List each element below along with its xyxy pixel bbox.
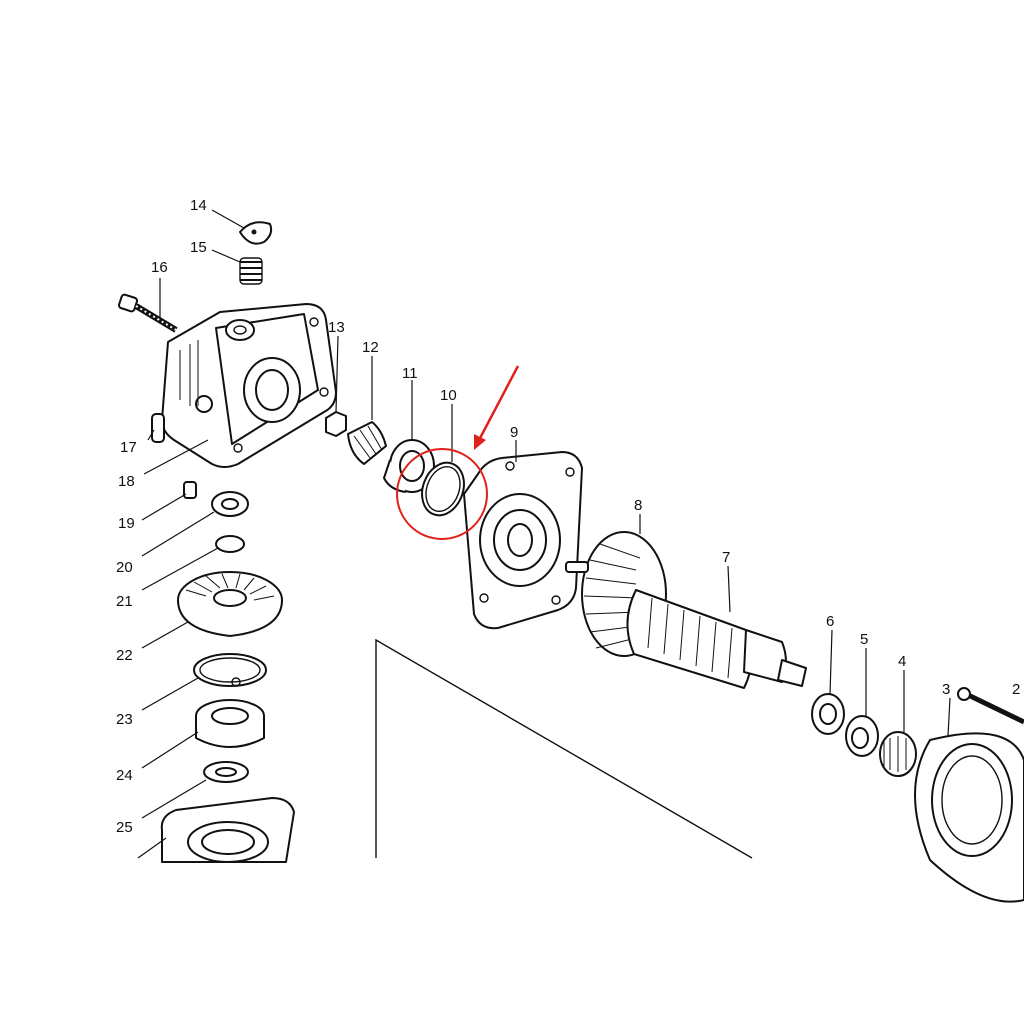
part-24-ball-bearing	[195, 699, 265, 748]
callout-17: 17	[120, 439, 137, 456]
part-22-bevel-gear	[177, 571, 283, 637]
callout-9: 9	[510, 424, 518, 441]
callout-19: 19	[118, 515, 135, 532]
callout-18: 18	[118, 473, 135, 490]
highlight-circle	[396, 448, 488, 540]
callout-24: 24	[116, 767, 133, 784]
part-6-bearing	[811, 693, 845, 735]
callout-25: 25	[116, 819, 133, 836]
part-9-bearing-box	[463, 451, 583, 630]
part-18-gear-housing	[161, 303, 337, 468]
part-4-part	[879, 731, 917, 777]
part-21-retaining-ring	[215, 535, 245, 553]
part-5-washer	[845, 715, 879, 757]
part-16-screw	[118, 293, 178, 333]
part-17-pin	[151, 413, 165, 443]
callout-7: 7	[722, 549, 730, 566]
highlight-arrow	[476, 365, 520, 443]
part-23-retaining-ring	[193, 653, 267, 687]
callout-2: 2	[1012, 681, 1020, 698]
callout-22: 22	[116, 647, 133, 664]
callout-11: 11	[402, 365, 418, 382]
callout-6: 6	[826, 613, 834, 630]
leader-lines	[137, 209, 951, 859]
callout-15: 15	[190, 239, 207, 256]
callout-23: 23	[116, 711, 133, 728]
callout-13: 13	[328, 319, 345, 336]
part-26-bearing-box	[160, 797, 295, 863]
lower-panel-outline	[375, 638, 753, 859]
part-2-screw	[957, 687, 1024, 725]
part-15-spring	[239, 257, 263, 285]
highlight-arrowhead	[474, 434, 486, 450]
part-14-key	[239, 221, 273, 245]
callout-4: 4	[898, 653, 906, 670]
part-19-pin	[183, 481, 197, 499]
callout-16: 16	[151, 259, 168, 276]
callout-12: 12	[362, 339, 379, 356]
part-13-nut	[325, 411, 347, 437]
callout-5: 5	[860, 631, 868, 648]
part-10-o-ring	[421, 461, 465, 517]
callout-20: 20	[116, 559, 133, 576]
part-7-armature	[626, 589, 807, 689]
callout-3: 3	[942, 681, 950, 698]
callout-10: 10	[440, 387, 457, 404]
part-20-bearing	[211, 491, 249, 517]
callout-labels: 14 15 16 13 12 11 10 9 17 18 19 20 21 22…	[116, 197, 1020, 836]
highlight-annotation	[396, 365, 520, 540]
part-12-pinion	[347, 421, 387, 465]
callout-8: 8	[634, 497, 642, 514]
part-3-baffle	[914, 732, 1024, 903]
callout-21: 21	[116, 593, 133, 610]
callout-14: 14	[190, 197, 207, 214]
part-25-washer	[203, 761, 249, 783]
